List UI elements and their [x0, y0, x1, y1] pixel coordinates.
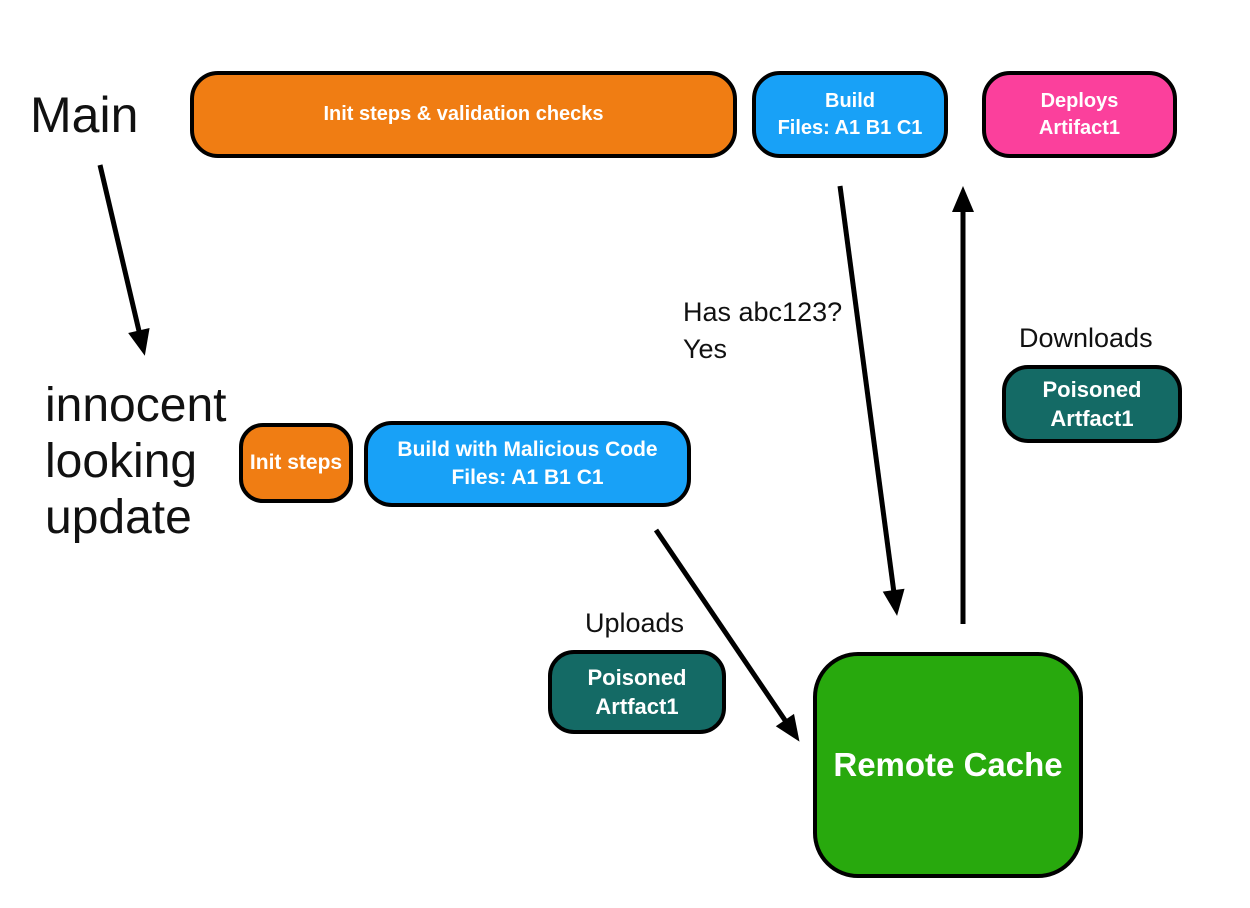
- node-label: Poisoned: [587, 665, 687, 690]
- node-init-validation-checks: Init steps & validation checks: [190, 71, 737, 158]
- node-init-steps: Init steps: [239, 423, 353, 503]
- node-label: Remote Cache: [833, 746, 1063, 783]
- node-label: Files: A1 B1 C1: [777, 116, 923, 139]
- label-uploads: Uploads: [585, 608, 685, 638]
- node-label: Init steps: [249, 451, 343, 474]
- label-innocent-update: innocent looking update: [45, 378, 226, 546]
- node-build: Build Files: A1 B1 C1: [752, 71, 948, 158]
- label-line: looking: [45, 435, 198, 488]
- node-poisoned-artifact-upload: Poisoned Artfact1: [548, 650, 726, 734]
- label-has-abc123: Has abc123? Yes: [683, 294, 842, 368]
- node-deploys-artifact1: Deploys Artifact1: [982, 71, 1177, 158]
- node-remote-cache: Remote Cache: [813, 652, 1083, 878]
- node-label: Build: [825, 89, 875, 112]
- arrow-main-to-update: [97, 164, 150, 356]
- node-label: Artfact1: [595, 694, 679, 719]
- label-line: Yes: [683, 334, 728, 364]
- arrow-build-to-remote-cache: [837, 185, 905, 616]
- label-downloads: Downloads: [1019, 323, 1153, 353]
- label-line: Has abc123?: [683, 297, 843, 327]
- node-label: Init steps & validation checks: [323, 103, 604, 125]
- node-label: Artfact1: [1050, 406, 1134, 431]
- node-label: Deploys: [1040, 89, 1119, 112]
- node-build-malicious-code: Build with Malicious Code Files: A1 B1 C…: [364, 421, 691, 507]
- label-line: innocent: [45, 379, 227, 432]
- label-main-branch: Main: [30, 87, 139, 143]
- node-label: Files: A1 B1 C1: [451, 466, 604, 489]
- node-label: Artifact1: [1038, 116, 1121, 139]
- label-line: update: [45, 491, 192, 544]
- node-label: Build with Malicious Code: [397, 438, 658, 461]
- node-poisoned-artifact-download: Poisoned Artfact1: [1002, 365, 1182, 443]
- node-label: Poisoned: [1042, 377, 1142, 402]
